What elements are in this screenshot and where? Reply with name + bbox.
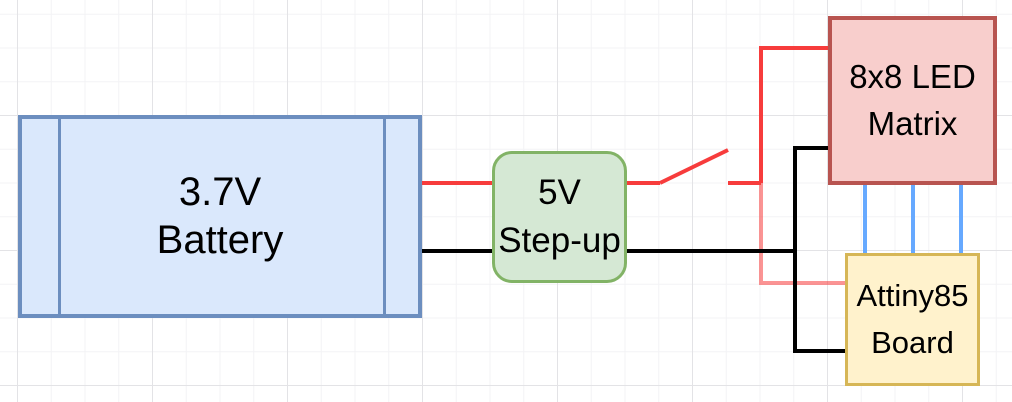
attiny85-label-line1: Attiny85 <box>856 278 969 313</box>
switch-lever <box>659 148 729 185</box>
battery-label-line2: Battery <box>156 217 284 262</box>
led-matrix-node[interactable]: 8x8 LED Matrix <box>828 16 997 185</box>
attiny85-board-node[interactable]: Attiny85 Board <box>845 253 980 386</box>
battery-node[interactable]: 3.7V Battery <box>18 115 422 318</box>
step-up-label-line2: Step-up <box>498 221 621 260</box>
battery-label-line1: 3.7V <box>178 170 262 215</box>
led-matrix-label-line1: 8x8 LED <box>849 57 976 95</box>
ground-wire-junction-to-led-and-attiny <box>793 146 847 353</box>
step-up-label-line1: 5V <box>538 172 581 212</box>
step-up-converter-node[interactable]: 5V Step-up <box>492 151 627 283</box>
attiny85-label-line2: Board <box>871 324 954 360</box>
positive-wire-junction-to-led <box>759 46 830 183</box>
battery-terminal-line-right <box>383 119 386 314</box>
battery-terminal-line-left <box>58 119 61 314</box>
led-matrix-label-line2: Matrix <box>867 104 958 142</box>
positive-wire-junction-to-attiny <box>759 183 847 285</box>
